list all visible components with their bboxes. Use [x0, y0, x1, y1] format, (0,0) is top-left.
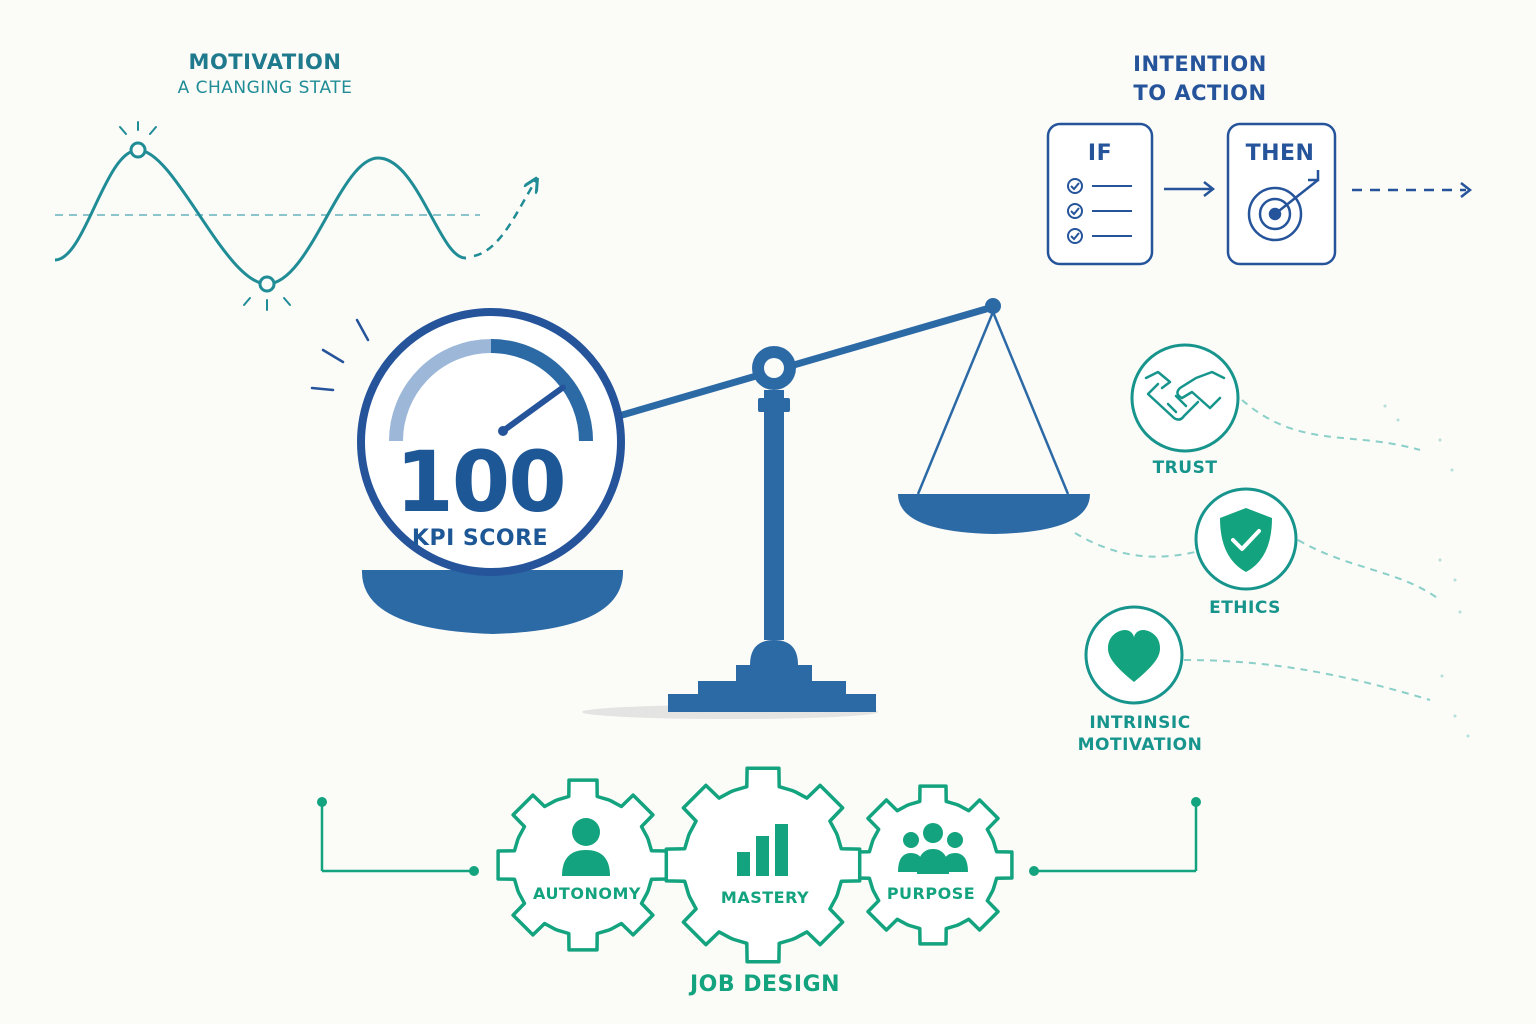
- intention-title: INTENTION TO ACTION: [1080, 50, 1320, 108]
- scale-beam: [601, 303, 997, 424]
- if-label: IF: [1087, 141, 1113, 166]
- scale-pivot-hole: [764, 358, 784, 378]
- trust-label: TRUST: [1152, 458, 1218, 478]
- left-scale-pan: [361, 570, 624, 634]
- kpi-score-value: 100: [395, 433, 566, 531]
- then-label: THEN: [1245, 141, 1315, 166]
- value-dots: [1383, 404, 1470, 738]
- value-streams: [1074, 399, 1441, 701]
- kpi-score-label: KPI SCORE: [411, 526, 549, 551]
- peak-spark-icon: [119, 121, 157, 135]
- purpose-label: PURPOSE: [886, 884, 976, 903]
- intrinsic-label-line2: MOTIVATION: [1077, 735, 1203, 755]
- trust-badge: [1130, 343, 1240, 453]
- intrinsic-motivation-label: INTRINSIC MOTIVATION: [1070, 712, 1210, 756]
- intention-title-line2: TO ACTION: [1133, 81, 1267, 105]
- heart-icon: [1108, 630, 1160, 682]
- if-then-arrow: [1164, 181, 1216, 197]
- gauge-spark-icon: [310, 318, 370, 392]
- target-icon: [1247, 170, 1320, 242]
- wave-trough-marker: [258, 275, 276, 293]
- checklist-icon: [1067, 178, 1132, 244]
- beam-end-cap: [985, 298, 1001, 314]
- balance-scale: [361, 298, 1090, 719]
- motivation-wave: [54, 148, 467, 286]
- job-design-group: [317, 766, 1201, 964]
- motivation-subtitle: A CHANGING STATE: [177, 78, 353, 98]
- trough-spark-icon: [243, 297, 291, 311]
- person-icon: [562, 818, 610, 876]
- check-icon: [1231, 529, 1261, 551]
- wave-peak-marker: [129, 141, 147, 159]
- group-icon: [898, 823, 968, 874]
- motivation-title: MOTIVATION: [188, 50, 342, 74]
- motivation-wave-group: [54, 121, 536, 311]
- intention-group: [1046, 122, 1473, 266]
- right-scale-pan: [898, 494, 1090, 534]
- shield-icon: [1220, 508, 1272, 572]
- intrinsic-label-line1: INTRINSIC: [1089, 713, 1191, 733]
- mastery-label: MASTERY: [720, 888, 810, 907]
- handshake-icon: [1144, 370, 1226, 421]
- values-group: [1074, 343, 1470, 738]
- gauge-fill: [490, 339, 593, 442]
- action-dashed-arrow: [1352, 182, 1473, 198]
- wave-trend-arrow: [473, 180, 536, 258]
- kpi-gauge: [310, 308, 625, 576]
- job-design-connector-left: [317, 797, 479, 876]
- autonomy-label: AUTONOMY: [533, 884, 641, 903]
- job-design-connector-right: [1029, 797, 1201, 876]
- scale-base: [668, 640, 876, 712]
- pillar-collar: [758, 398, 790, 412]
- ethics-label: ETHICS: [1209, 598, 1281, 618]
- job-design-title: JOB DESIGN: [689, 972, 841, 997]
- right-pan-strings: [916, 311, 1070, 495]
- intention-title-line1: INTENTION: [1133, 52, 1267, 76]
- gauge-needle: [500, 384, 566, 434]
- bar-chart-icon: [737, 824, 788, 876]
- scale-pillar: [764, 390, 784, 640]
- gauge-needle-hub: [498, 426, 508, 436]
